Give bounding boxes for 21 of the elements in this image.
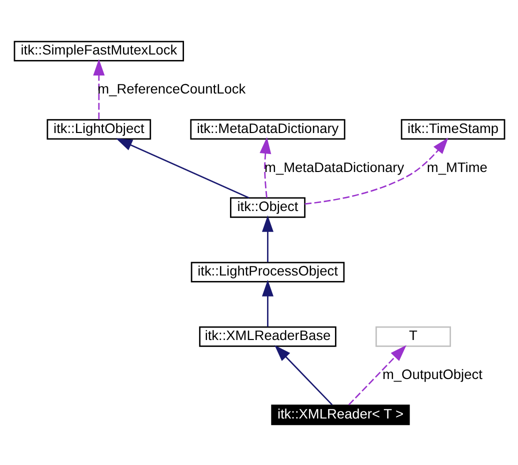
node-box: itk::SimpleFastMutexLock [13,40,184,61]
node-box: itk::XMLReader< T > [270,404,410,425]
node-box: T [374,326,450,346]
edge-label: m_MetaDataDictionary [264,159,404,174]
node-box: itk::LightProcessObject [190,261,344,282]
node-box: itk::Object [229,196,305,218]
arrow [261,214,273,262]
node-box: itk::MetaDataDictionary [190,118,345,140]
arrow [261,279,273,326]
edge-label: m_ReferenceCountLock [97,81,246,96]
node-box: itk::LightObject [46,118,151,140]
arrow [92,58,104,119]
node-box: itk::TimeStamp [400,118,505,140]
node-box: itk::XMLReaderBase [198,326,336,346]
arrow [304,137,448,204]
arrow [115,138,249,198]
arrow [274,344,332,405]
edge-label: m_MTime [426,159,487,174]
arrow [259,136,271,198]
arrow [348,344,406,405]
edge-label: m_OutputObject [382,366,482,382]
